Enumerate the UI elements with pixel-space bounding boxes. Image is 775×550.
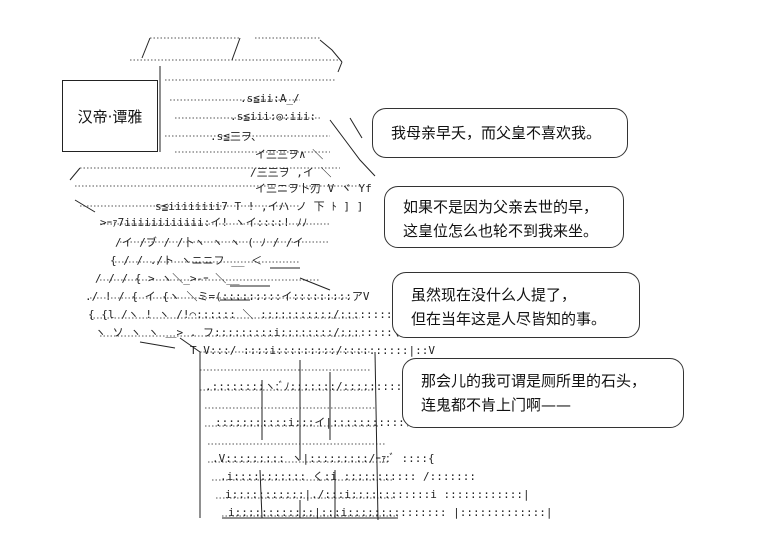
svg-text:T V:::/ ::::i:::::::::/:::::::: T V:::/ ::::i:::::::::/::::::::::|::V <box>190 344 435 357</box>
speech-line: 连鬼都不肯上门啊—— <box>421 396 572 414</box>
svg-text:.s≦三ヲ、: .s≦三ヲ、 <box>210 130 262 143</box>
svg-text:イ三三ヲ∧ ＼: イ三三ヲ∧ ＼ <box>255 148 323 161</box>
svg-text:>ｰｧ7iiiiiiiiiiii:イ! ヽイ::::!: >ｰｧ7iiiiiiiiiiii:イ! ヽイ::::! ﾉﾉ <box>100 216 307 229</box>
speech-bubble-4: 那会儿的我可谓是厕所里的石头， 连鬼都不肯上门啊—— <box>402 358 684 428</box>
svg-text:{ {l /ヽ ! ヽ /!⌒:::::: ＼: { {l /ヽ ! ヽ /!⌒:::::: ＼ :::::::::::/::::… <box>88 308 400 321</box>
svg-text:/ / / { > ヽ＼_>-ｰ ＼__: / / / { > ヽ＼_>-ｰ ＼__ <box>95 272 240 285</box>
speech-line: 如果不是因为父亲去世的早， <box>403 198 599 216</box>
svg-text:/三三ヲ ,イ ＼: /三三ヲ ,イ ＼ <box>250 166 332 179</box>
svg-text:ヽ ソ ヽ ヽ ＿> . フ:::::::::i:::: ヽ ソ ヽ ヽ ＿> . フ:::::::::i::::::::/:::::::… <box>95 326 399 339</box>
character-name-label: 汉帝·谭雅 <box>62 80 158 152</box>
svg-text:i:::::::::::|./:::i:::::::::::: i:::::::::::|./:::i::::::::::::i :::::::… <box>225 488 530 501</box>
svg-text:/イ /ブ / /卜ヽ ヽ ヽ ( ﾉ / /イ: /イ /ブ / /卜ヽ ヽ ヽ ( ﾉ / /イ <box>115 235 303 249</box>
svg-text:./ ! / { イ {ヽ ＼ミ=(:::::::: ./ ! / { イ {ヽ ＼ミ=(:::::::::イ:::::::::アV <box>85 290 370 303</box>
speech-line: 这皇位怎么也轮不到我来坐。 <box>403 222 599 240</box>
svg-text:.s≦ii:A_/: .s≦ii:A_/ <box>240 92 300 105</box>
speech-bubble-2: 如果不是因为父亲去世的早， 这皇位怎么也轮不到我来坐。 <box>384 186 624 248</box>
speech-bubble-3: 虽然现在没什么人提了， 但在当年这是人尽皆知的事。 <box>392 272 640 338</box>
speech-line: 我母亲早夭，而父皇不喜欢我。 <box>391 124 602 142</box>
svg-text:.s≦iii:◎:iii:: .s≦iii:◎:iii: <box>230 110 316 123</box>
svg-text:.V::::::::: ヽ|:::::::::/ｰｧ:ﾞ: .V::::::::: ヽ|:::::::::/ｰｧ:ﾞ ::::{ <box>212 452 435 465</box>
svg-text:i::::::::::::|:::i::::::::::::: i::::::::::::|:::i::::::::::::::: |:::::… <box>228 506 553 519</box>
svg-text:{ / / ./ト ヽニニフ __ ＜: { / / ./ト ヽニニフ __ ＜ <box>110 254 262 267</box>
svg-text:イ三ニヲ卜刃 V ヾ Yf: イ三ニヲ卜刃 V ヾ Yf <box>255 182 372 195</box>
character-name-text: 汉帝·谭雅 <box>77 107 143 126</box>
speech-bubble-1: 我母亲早夭，而父皇不喜欢我。 <box>372 108 628 158</box>
speech-line: 但在当年这是人尽皆知的事。 <box>411 310 607 328</box>
speech-line: 那会儿的我可谓是厕所里的石头， <box>421 372 647 390</box>
svg-text::::::::::::i:::イ|:::::::::::ｲ: :::::::::::i:::イ|:::::::::::ｲ ﾞ V <box>215 416 432 429</box>
speech-line: 虽然现在没什么人提了， <box>411 286 577 304</box>
svg-text:.i::::::::::: く:i :::::::::::: .i::::::::::: く:i ::::::::::: /::::::: <box>220 470 476 483</box>
svg-text:s≦iiiiiiii7 T ! ,イハ ノ 下 ﾄ ]: s≦iiiiiiii7 T ! ,イハ ノ 下 ﾄ ] ] <box>155 200 363 213</box>
